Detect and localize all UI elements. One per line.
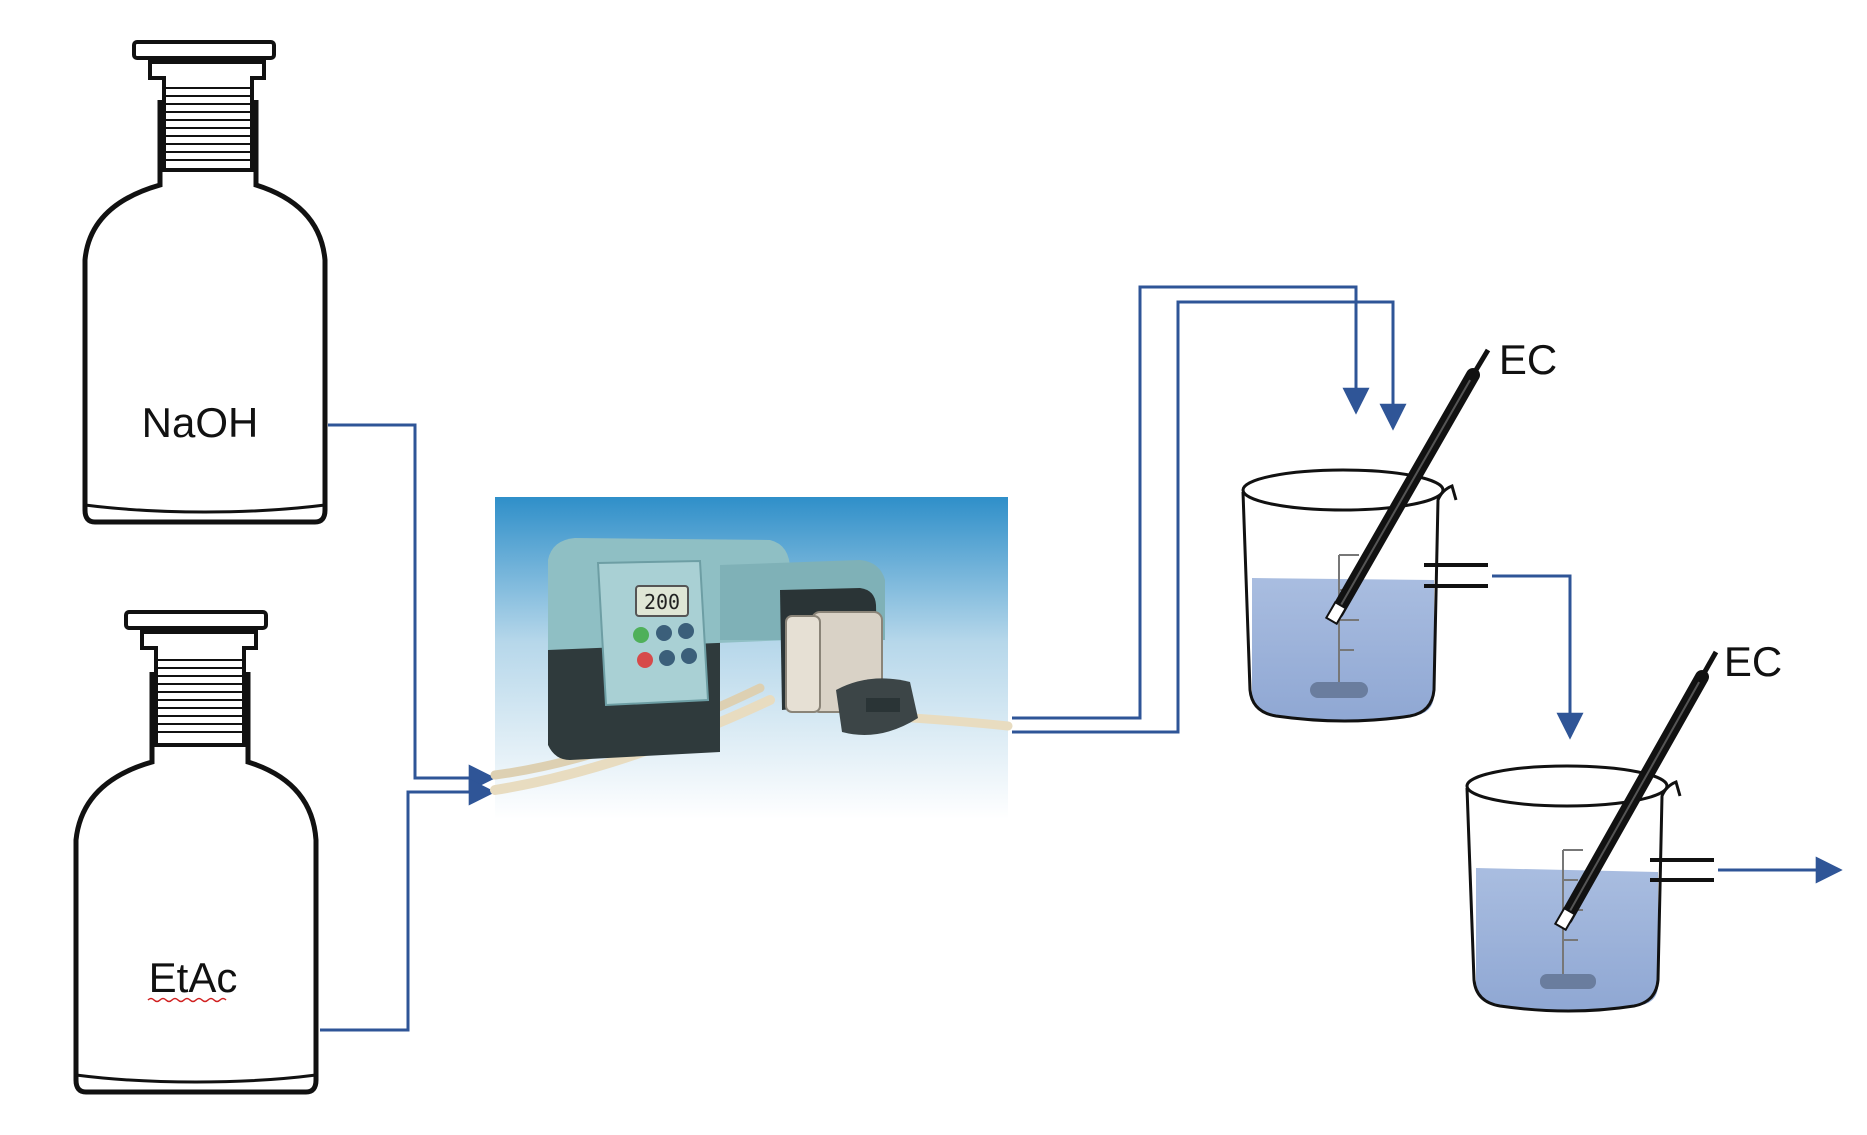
pump-outlet-line-1 <box>1012 285 1370 720</box>
etac-label: EtAc <box>149 954 238 1001</box>
overflow-line-1 <box>1492 574 1584 740</box>
beaker-icon <box>1465 764 1714 1013</box>
pump-display-value: 200 <box>644 590 680 614</box>
ec-sensor-label-2: EC <box>1724 638 1782 685</box>
etac-feed-line <box>320 778 496 1032</box>
reagent-bottle-icon <box>82 40 328 525</box>
conductivity-probe-icon <box>1553 650 1719 932</box>
naoh-label: NaOH <box>142 399 259 446</box>
conductivity-probe-icon <box>1324 348 1491 626</box>
peristaltic-pump-icon: 200 <box>490 497 1013 819</box>
beaker-icon <box>1241 468 1488 723</box>
reagent-bottle-icon <box>73 610 319 1095</box>
naoh-feed-line <box>328 423 496 792</box>
spellcheck-underline <box>147 997 227 1003</box>
pump-outlet-line-2 <box>1012 300 1407 734</box>
ec-sensor-label-1: EC <box>1499 336 1557 383</box>
